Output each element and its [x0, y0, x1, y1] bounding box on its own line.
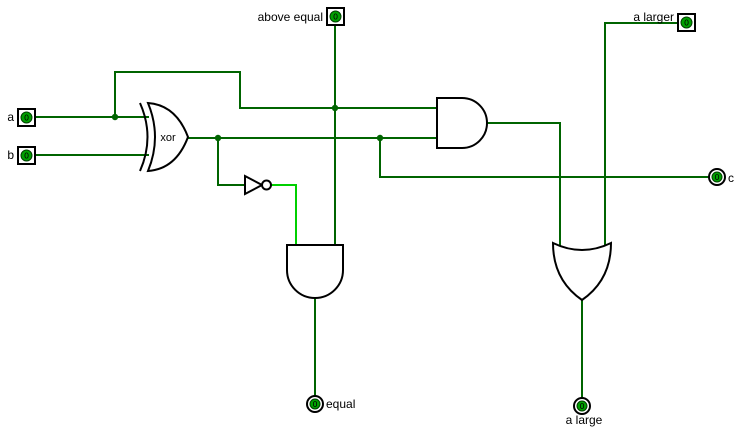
- or-gate[interactable]: [551, 241, 613, 302]
- input-pin-a[interactable]: 0 a: [7, 108, 36, 127]
- input-pin-b[interactable]: 0 b: [7, 146, 36, 165]
- junction-dot: [214, 134, 222, 142]
- pin-a-value: 0: [24, 114, 29, 123]
- wires-logic-high: [271, 184, 297, 246]
- not-gate-bubble: [261, 179, 272, 191]
- pin-a-larger-value: 0: [684, 19, 689, 28]
- output-pin-a-large[interactable]: 0 a large: [566, 397, 603, 427]
- and-gate-bottom[interactable]: [286, 244, 344, 299]
- pin-equal-disc[interactable]: [309, 398, 321, 410]
- pin-a-large-value: 0: [579, 402, 584, 411]
- and-gate-bottom-body: [286, 244, 344, 299]
- pin-b-value: 0: [24, 152, 29, 161]
- pin-a-larger-disc[interactable]: [680, 16, 693, 29]
- or-gate-body: [551, 241, 613, 302]
- pin-a-large-label: a large: [566, 413, 603, 427]
- and-gate-top-body: [436, 97, 488, 149]
- pin-above-equal-value: 0: [333, 13, 338, 22]
- pin-b-disc[interactable]: [20, 149, 33, 162]
- pin-a-disc[interactable]: [20, 111, 33, 124]
- and-gate-top[interactable]: [436, 97, 488, 149]
- wire-junctions: [111, 104, 384, 142]
- junction-dot: [111, 113, 119, 121]
- pin-c-disc[interactable]: [711, 171, 723, 183]
- xor-gate-body: [146, 101, 190, 173]
- output-pin-equal[interactable]: 0 equal: [306, 395, 355, 413]
- xor-gate[interactable]: xor: [139, 101, 190, 173]
- input-pin-above-equal[interactable]: 0 above equal: [258, 7, 345, 26]
- xor-gate-leading-arc: [139, 102, 149, 172]
- xor-gate-label: xor: [160, 132, 176, 144]
- pin-a-label: a: [7, 110, 14, 124]
- pin-above-equal-label: above equal: [258, 10, 323, 24]
- pin-equal-label: equal: [326, 397, 355, 411]
- junction-dot: [376, 134, 384, 142]
- pin-b-label: b: [7, 148, 14, 162]
- not-gate[interactable]: [244, 174, 272, 196]
- pin-a-large-disc[interactable]: [576, 400, 588, 412]
- not-gate-triangle: [244, 174, 265, 196]
- pin-c-value: 0: [714, 173, 719, 182]
- output-pin-c[interactable]: 0 c: [708, 168, 734, 186]
- junction-dot: [331, 104, 339, 112]
- pin-above-equal-disc[interactable]: [329, 10, 342, 23]
- input-pin-a-larger[interactable]: 0 a larger: [633, 10, 696, 32]
- wires-logic-low: [35, 22, 709, 398]
- pin-c-label: c: [728, 171, 734, 185]
- pin-a-larger-label: a larger: [633, 10, 674, 24]
- pin-equal-value: 0: [312, 400, 317, 409]
